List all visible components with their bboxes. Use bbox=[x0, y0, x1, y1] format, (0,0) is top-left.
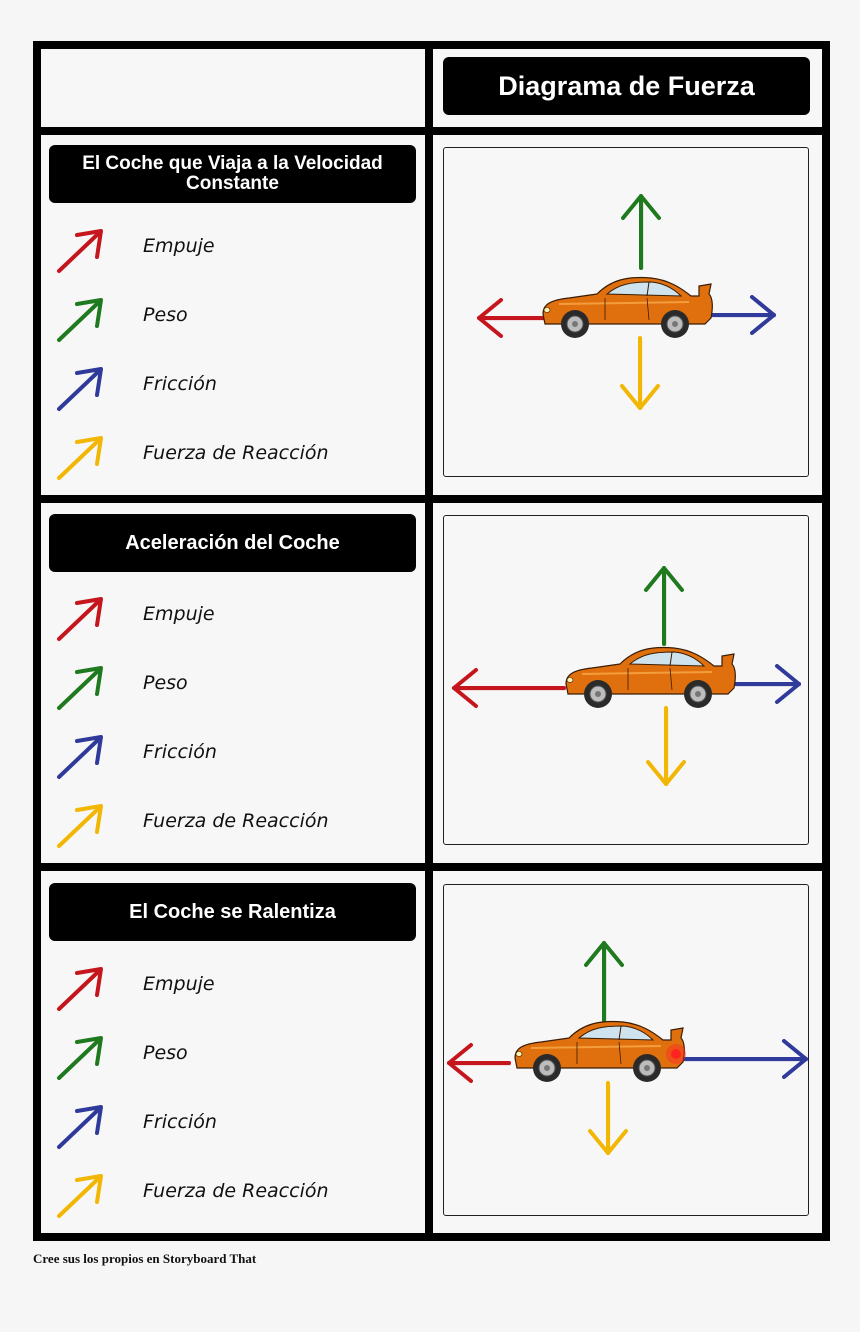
legend-label: Fricción bbox=[143, 373, 217, 395]
legend-item-friction: Fricción bbox=[53, 363, 393, 413]
legend-label: Empuje bbox=[143, 973, 215, 995]
legend-label: Fuerza de Reacción bbox=[143, 810, 329, 832]
reaction-arrow-icon bbox=[57, 804, 103, 848]
storyboard-grid: Diagrama de Fuerza El Coche que Viaja a … bbox=[33, 41, 830, 1241]
weight-arrow bbox=[621, 194, 661, 270]
weight-arrow-icon bbox=[57, 666, 103, 710]
weight-arrow-icon bbox=[57, 298, 103, 342]
legend-label: Peso bbox=[143, 1042, 188, 1064]
row-3-title: El Coche se Ralentiza bbox=[49, 883, 416, 941]
reaction-arrow bbox=[620, 336, 660, 410]
weight-arrow-icon bbox=[57, 1036, 103, 1080]
car-icon bbox=[542, 276, 713, 338]
row-1-legend-cell: El Coche que Viaja a la Velocidad Consta… bbox=[41, 135, 425, 495]
row-1-title-line-1: El Coche que Viaja a la Velocidad bbox=[82, 153, 383, 175]
friction-arrow-icon bbox=[57, 367, 103, 411]
row-1-title-line-2: Constante bbox=[186, 173, 279, 194]
friction-arrow bbox=[707, 295, 776, 335]
row-1-diagram-cell bbox=[433, 135, 822, 495]
page-title: Diagrama de Fuerza bbox=[443, 57, 810, 115]
legend-item-reaction: Fuerza de Reacción bbox=[53, 800, 393, 850]
row-3-force-diagram bbox=[447, 941, 808, 1155]
legend-item-friction: Fricción bbox=[53, 731, 393, 781]
thrust-arrow-icon bbox=[57, 967, 103, 1011]
car-icon bbox=[565, 646, 736, 708]
row-2-diagram-cell bbox=[433, 503, 822, 863]
row-3-diagram-frame bbox=[443, 884, 809, 1216]
legend-label: Peso bbox=[143, 672, 188, 694]
legend-item-reaction: Fuerza de Reacción bbox=[53, 432, 393, 482]
row-1-force-diagram bbox=[477, 194, 776, 410]
reaction-arrow bbox=[646, 706, 686, 786]
friction-arrow bbox=[732, 664, 801, 704]
row-2-title: Aceleración del Coche bbox=[49, 514, 416, 572]
friction-arrow-icon bbox=[57, 735, 103, 779]
legend-item-friction: Fricción bbox=[53, 1101, 393, 1151]
page-title-text: Diagrama de Fuerza bbox=[498, 70, 755, 101]
reaction-arrow-icon bbox=[57, 436, 103, 480]
legend-label: Empuje bbox=[143, 235, 215, 257]
legend-label: Empuje bbox=[143, 603, 215, 625]
row-2-force-diagram bbox=[452, 566, 801, 786]
legend-item-weight: Peso bbox=[53, 662, 393, 712]
friction-arrow-icon bbox=[57, 1105, 103, 1149]
thrust-arrow-icon bbox=[57, 597, 103, 641]
legend-item-weight: Peso bbox=[53, 1032, 393, 1082]
row-2-diagram-frame bbox=[443, 515, 809, 845]
weight-arrow bbox=[644, 566, 684, 646]
row-2-title-text: Aceleración del Coche bbox=[125, 531, 340, 554]
legend-item-weight: Peso bbox=[53, 294, 393, 344]
legend-item-thrust: Empuje bbox=[53, 225, 393, 275]
row-3-diagram-cell bbox=[433, 871, 822, 1233]
legend-label: Peso bbox=[143, 304, 188, 326]
footer-credit: Cree sus los propios en Storyboard That bbox=[33, 1251, 257, 1266]
car-icon bbox=[514, 1020, 686, 1082]
weight-arrow bbox=[584, 941, 624, 1025]
thrust-arrow-icon bbox=[57, 229, 103, 273]
thrust-arrow bbox=[447, 1043, 511, 1083]
legend-label: Fuerza de Reacción bbox=[143, 1180, 329, 1202]
header-title-cell: Diagrama de Fuerza bbox=[433, 49, 822, 127]
reaction-arrow bbox=[588, 1081, 628, 1155]
header-empty-cell bbox=[41, 49, 425, 127]
legend-label: Fricción bbox=[143, 741, 217, 763]
reaction-arrow-icon bbox=[57, 1174, 103, 1218]
legend-label: Fricción bbox=[143, 1111, 217, 1133]
thrust-arrow bbox=[452, 668, 566, 708]
row-1-title: El Coche que Viaja a la Velocidad Consta… bbox=[49, 145, 416, 203]
legend-item-reaction: Fuerza de Reacción bbox=[53, 1170, 393, 1220]
friction-arrow bbox=[680, 1039, 808, 1079]
legend-item-thrust: Empuje bbox=[53, 593, 393, 643]
legend-label: Fuerza de Reacción bbox=[143, 442, 329, 464]
legend-item-thrust: Empuje bbox=[53, 963, 393, 1013]
thrust-arrow bbox=[477, 298, 546, 338]
row-1-diagram-frame bbox=[443, 147, 809, 477]
row-3-title-text: El Coche se Ralentiza bbox=[129, 900, 336, 923]
